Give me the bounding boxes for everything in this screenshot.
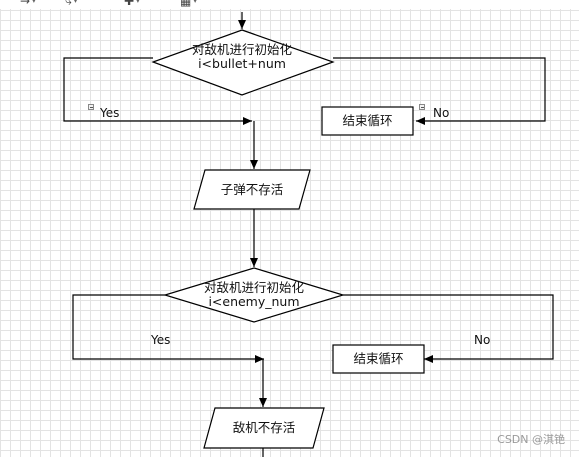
connection-arrow-icon: → xyxy=(20,0,31,8)
chevron-down-icon: ▾ xyxy=(32,0,36,5)
table-button[interactable]: ▦ ▾ xyxy=(180,0,197,8)
decision1-line2: i<bullet+num xyxy=(198,56,286,71)
connector-decision1-yes[interactable] xyxy=(63,57,252,125)
chevron-down-icon: ▾ xyxy=(136,0,140,5)
waypoint-style-button[interactable]: ⤷ ▾ xyxy=(65,0,77,8)
chevron-down-icon: ▾ xyxy=(193,0,197,5)
collapse-icon[interactable] xyxy=(419,104,425,110)
connection-style-button[interactable]: → ▾ xyxy=(20,0,36,8)
decision1-line1: 对敌机进行初始化 xyxy=(191,42,292,57)
decision2-line2: i<enemy_num xyxy=(208,294,300,309)
decision2-line1: 对敌机进行初始化 xyxy=(203,280,304,295)
table-icon: ▦ xyxy=(180,0,192,8)
toolbar: → ▾ ⤷ ▾ ✚ ▾ ▦ ▾ xyxy=(0,0,579,9)
decision1-yes-label: Yes xyxy=(100,106,120,120)
process2-label: 敌机不存活 xyxy=(232,420,296,435)
decision1-no-label: No xyxy=(433,106,450,120)
process1-shape[interactable] xyxy=(193,169,311,210)
process1-label: 子弹不存活 xyxy=(220,182,284,197)
decision1-label: 对敌机进行初始化 i<bullet+num xyxy=(173,43,311,71)
connector-decision2-yes[interactable] xyxy=(72,294,264,363)
end-loop2-shape[interactable] xyxy=(332,344,425,374)
decision2-label: 对敌机进行初始化 i<enemy_num xyxy=(184,281,324,309)
insert-button[interactable]: ✚ ▾ xyxy=(124,0,140,8)
chevron-down-icon: ▾ xyxy=(73,0,78,5)
end-loop1-label: 结束循环 xyxy=(342,113,393,128)
decision2-no-label: No xyxy=(474,333,491,347)
decision2-shape[interactable] xyxy=(162,267,346,323)
watermark: CSDN @淇铯 xyxy=(497,433,565,446)
decision2-yes-label: Yes xyxy=(151,333,171,347)
insert-plus-icon: ✚ xyxy=(124,0,135,8)
decision1-shape[interactable] xyxy=(151,29,335,96)
connector-decision2-no[interactable] xyxy=(343,294,554,363)
collapse-icon[interactable] xyxy=(88,104,94,110)
end-loop1-shape[interactable] xyxy=(321,106,414,136)
waypoint-icon: ⤷ xyxy=(65,0,72,8)
end-loop2-label: 结束循环 xyxy=(353,351,404,366)
connector-decision1-no[interactable] xyxy=(333,57,546,125)
process2-shape[interactable] xyxy=(203,407,325,449)
